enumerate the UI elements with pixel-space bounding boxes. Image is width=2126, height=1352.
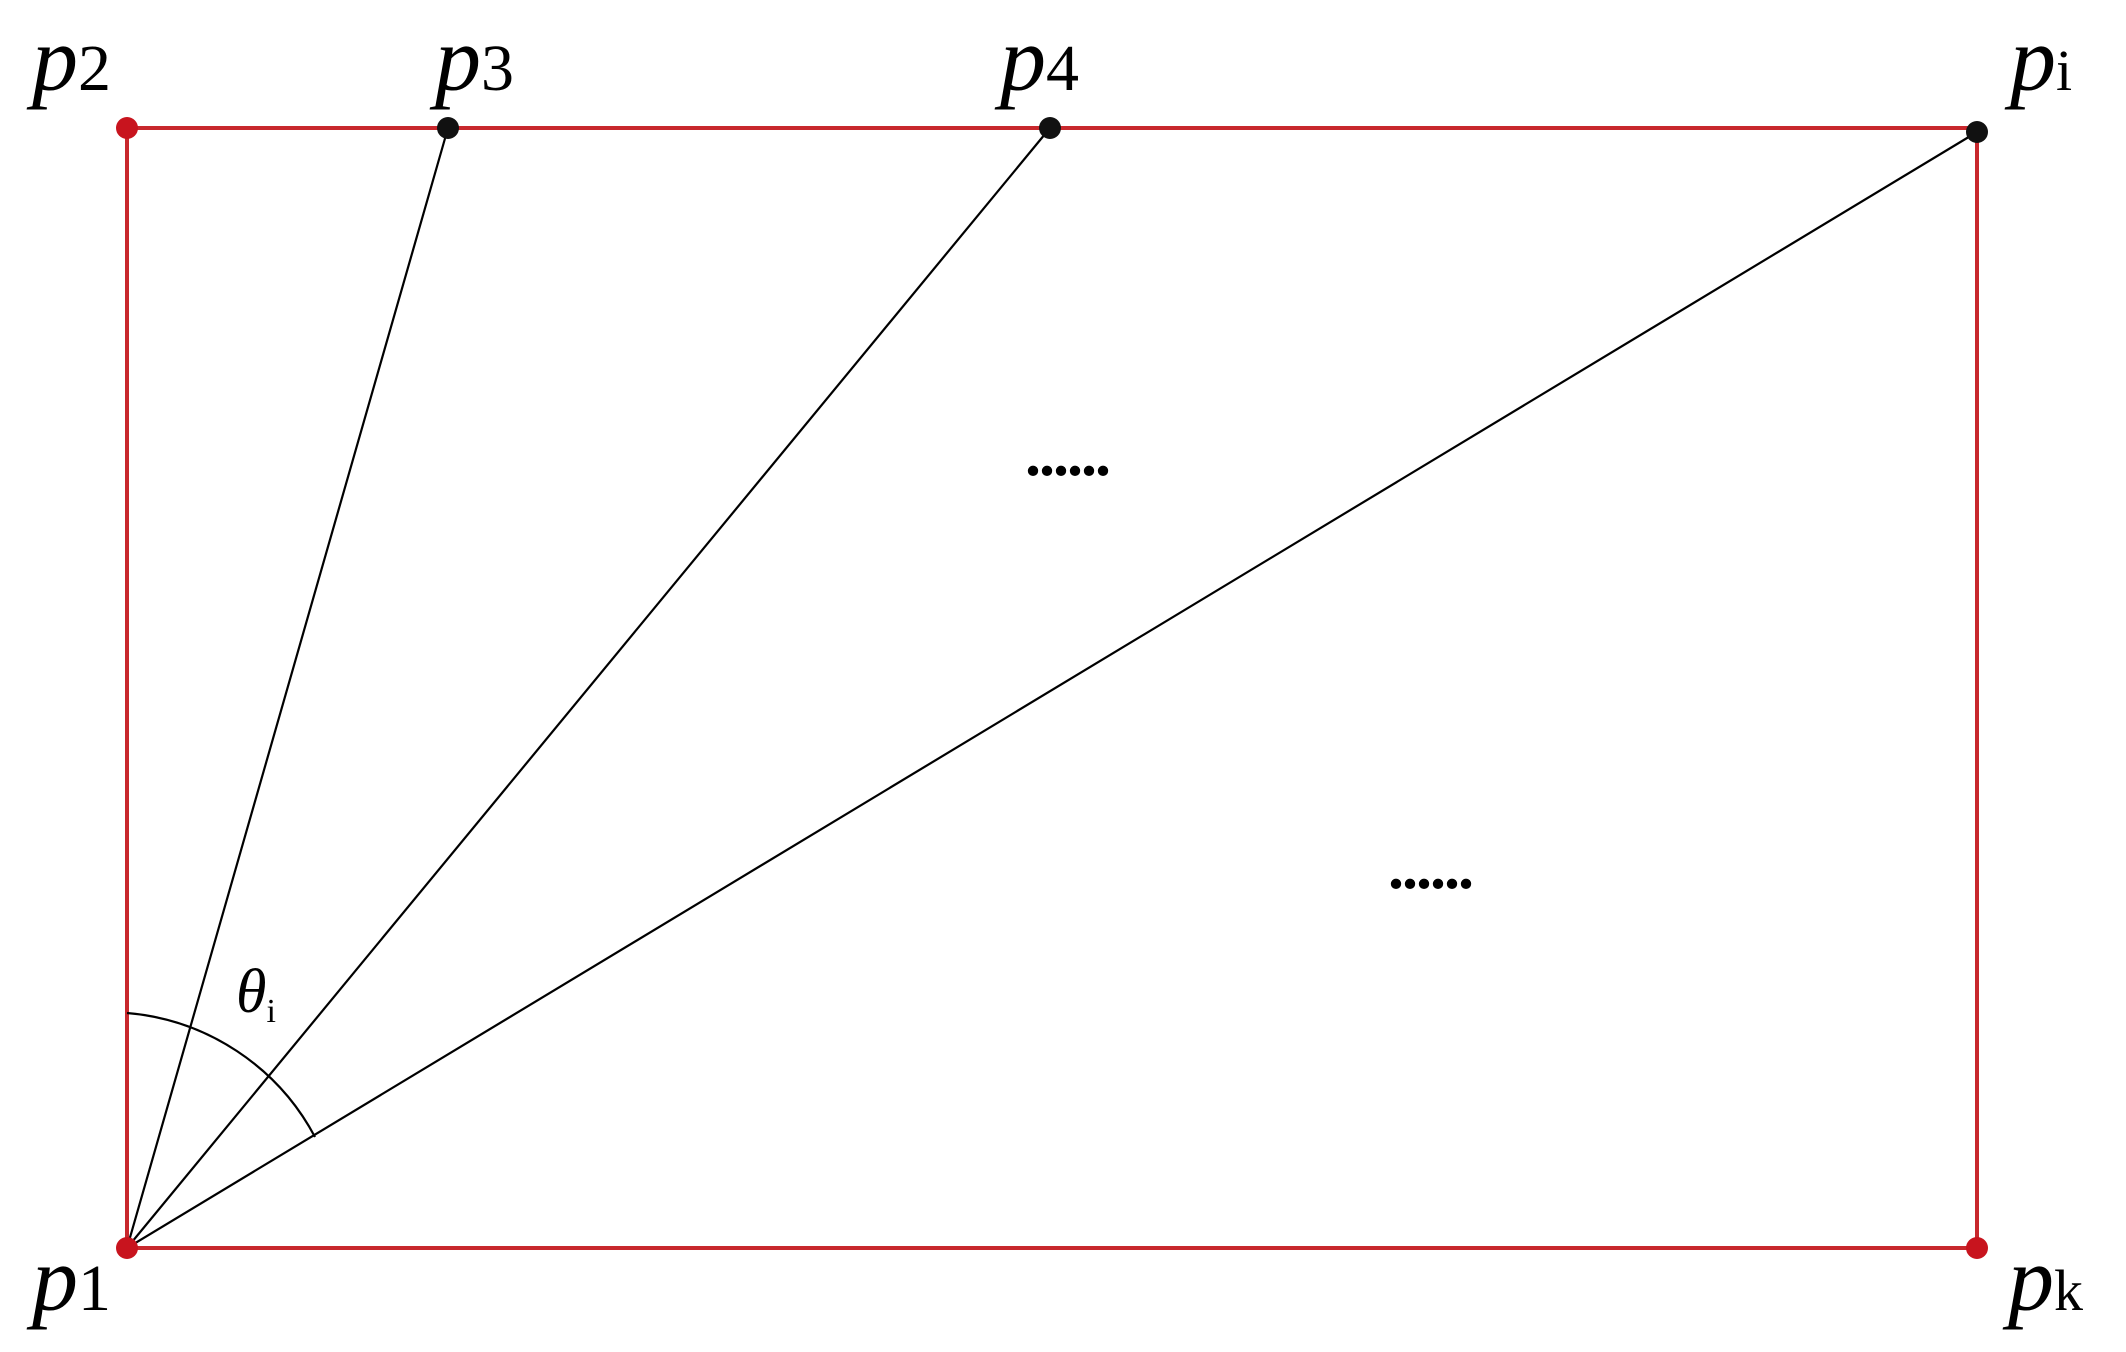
angle-arc <box>126 1011 316 1138</box>
rays <box>125 127 1978 1249</box>
points <box>116 117 1988 1259</box>
label-p1: p1 <box>26 1228 111 1330</box>
ellipsis-lower: ...... <box>1388 831 1472 902</box>
point-pk <box>1966 1237 1988 1259</box>
ray-p1-p4 <box>126 127 1051 1249</box>
label-pi: pi <box>2004 8 2072 110</box>
label-p2: p2 <box>26 8 111 110</box>
label-p4: p4 <box>994 8 1079 110</box>
ray-p1-p3 <box>125 127 450 1249</box>
label-pk: pk <box>2002 1228 2083 1330</box>
label-p3: p3 <box>429 8 514 110</box>
ray-p1-pi <box>126 131 1978 1249</box>
point-p4 <box>1039 117 1061 139</box>
point-p1 <box>116 1237 138 1259</box>
point-p3 <box>437 117 459 139</box>
label-theta: θi <box>236 958 276 1030</box>
point-pi <box>1966 121 1988 143</box>
point-p2 <box>116 117 138 139</box>
ellipsis-upper: ...... <box>1025 418 1109 489</box>
